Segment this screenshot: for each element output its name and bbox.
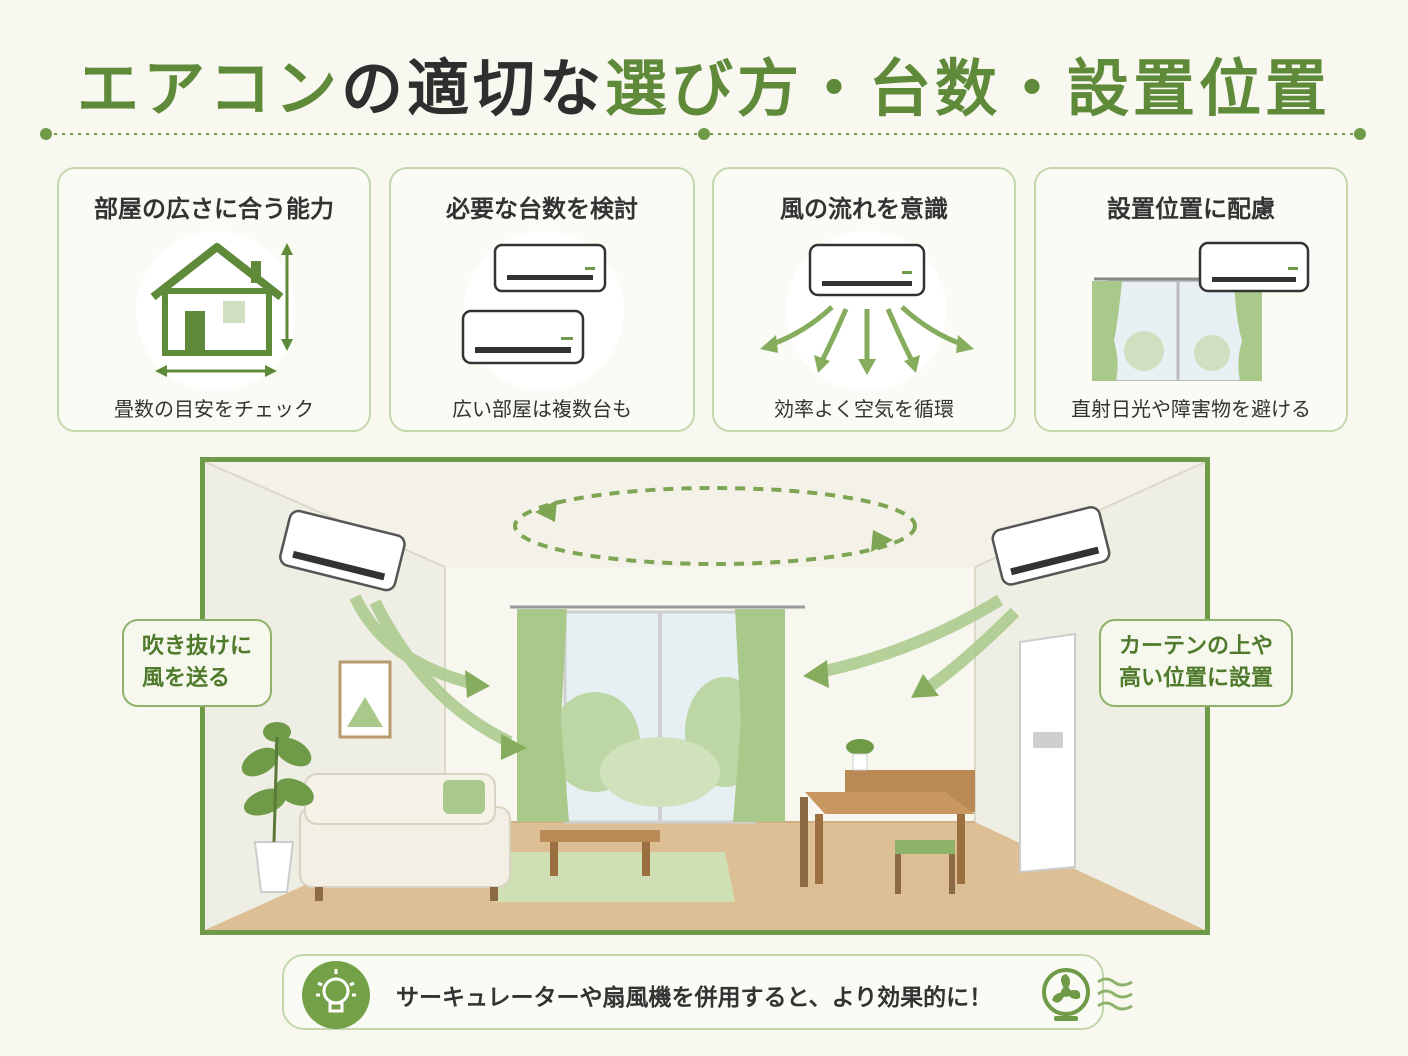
callout-high-position-line2: 高い位置に設置	[1119, 666, 1274, 691]
page-title: エアコンの適切な選び方・台数・設置位置	[0, 38, 1408, 128]
callout-high-position: カーテンの上や 高い位置に設置	[1099, 619, 1294, 707]
circulator-fan-icon	[1042, 968, 1133, 1021]
card-subtitle: 効率よく空気を循環	[774, 397, 954, 421]
card-room-size: 部屋の広さに合う能力 畳数の目安をチェック	[57, 167, 371, 432]
callout-high-position-line1: カーテンの上や	[1119, 634, 1274, 659]
callout-blowthrough-line1: 吹き抜けに	[142, 634, 253, 659]
window-curtain-aircon-icon	[1092, 241, 1310, 381]
card-title: 風の流れを意識	[780, 195, 948, 223]
callout-blowthrough: 吹き抜けに 風を送る	[122, 619, 273, 707]
title-part-topics: 選び方・台数・設置位置	[605, 52, 1332, 125]
card-subtitle: 広い部屋は複数台も	[452, 397, 632, 421]
card-placement: 設置位置に配慮 直射日光や障害物を避ける	[1034, 167, 1348, 432]
tip-bar: サーキュレーターや扇風機を併用すると、より効果的に！	[282, 954, 1133, 1030]
callout-blowthrough-line2: 風を送る	[142, 666, 231, 691]
card-subtitle: 直射日光や障害物を避ける	[1071, 397, 1311, 421]
room-drawing	[205, 462, 1205, 930]
house-size-icon	[150, 243, 293, 377]
tip-text: サーキュレーターや扇風機を併用すると、より効果的に！	[396, 985, 993, 1011]
card-airflow: 風の流れを意識 効率よく空気を循環	[712, 167, 1016, 432]
dotted-divider	[40, 128, 1366, 140]
card-unit-count: 必要な台数を検討 広い部屋は複数台も	[389, 167, 695, 432]
card-title: 設置位置に配慮	[1107, 195, 1275, 223]
card-subtitle: 畳数の目安をチェック	[114, 397, 314, 421]
room-illustration: 吹き抜けに 風を送る カーテンの上や 高い位置に設置	[200, 457, 1210, 935]
airflow-arrows-icon	[760, 243, 974, 375]
card-title: 部屋の広さに合う能力	[94, 195, 334, 223]
title-part-middle: の適切な	[340, 52, 605, 125]
two-aircon-units-icon	[461, 243, 607, 365]
card-title: 必要な台数を検討	[446, 195, 638, 223]
lightbulb-icon	[302, 961, 370, 1029]
title-part-aircon: エアコン	[76, 52, 341, 125]
